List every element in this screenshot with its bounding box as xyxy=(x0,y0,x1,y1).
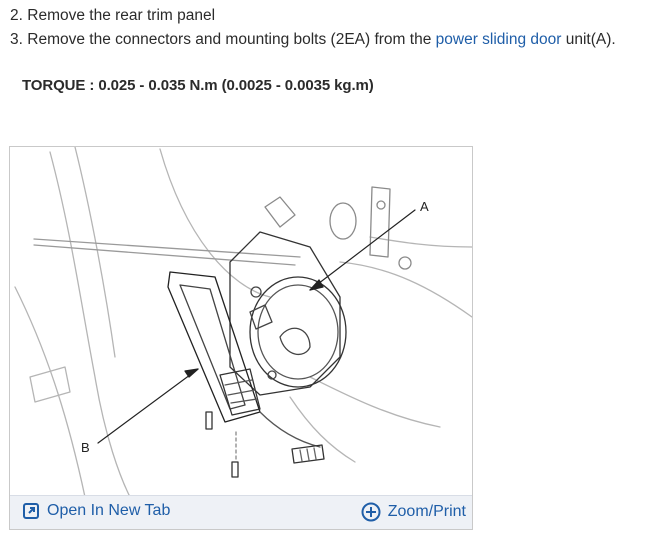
step-number: 2. xyxy=(10,7,23,24)
door-unit-illustration[interactable]: A B xyxy=(10,147,472,497)
instruction-steps: 2. Remove the rear trim panel 3. Remove … xyxy=(10,4,616,52)
zoom-plus-icon xyxy=(361,502,381,522)
step-text: Remove the rear trim panel xyxy=(27,7,216,24)
torque-spec: TORQUE : 0.025 - 0.035 N.m (0.0025 - 0.0… xyxy=(22,77,374,94)
zoom-print-label: Zoom/Print xyxy=(387,503,466,520)
open-in-new-tab-label: Open In New Tab xyxy=(47,502,171,519)
figure-panel: A B Open In New Tab Zoom/Print xyxy=(9,146,473,530)
figure-toolbar: Open In New Tab Zoom/Print xyxy=(10,495,472,529)
power-sliding-door-link[interactable]: power sliding door xyxy=(435,31,562,48)
callout-b: B xyxy=(81,440,90,455)
callout-a: A xyxy=(420,199,429,214)
step-text-end: unit(A). xyxy=(565,31,616,48)
open-new-tab-icon xyxy=(23,503,39,519)
step-3: 3. Remove the connectors and mounting bo… xyxy=(10,28,616,52)
step-2: 2. Remove the rear trim panel xyxy=(10,4,616,28)
open-in-new-tab-button[interactable]: Open In New Tab xyxy=(22,502,170,520)
step-text: Remove the connectors and mounting bolts… xyxy=(27,31,432,48)
zoom-print-button[interactable]: Zoom/Print xyxy=(361,502,466,522)
step-number: 3. xyxy=(10,31,23,48)
